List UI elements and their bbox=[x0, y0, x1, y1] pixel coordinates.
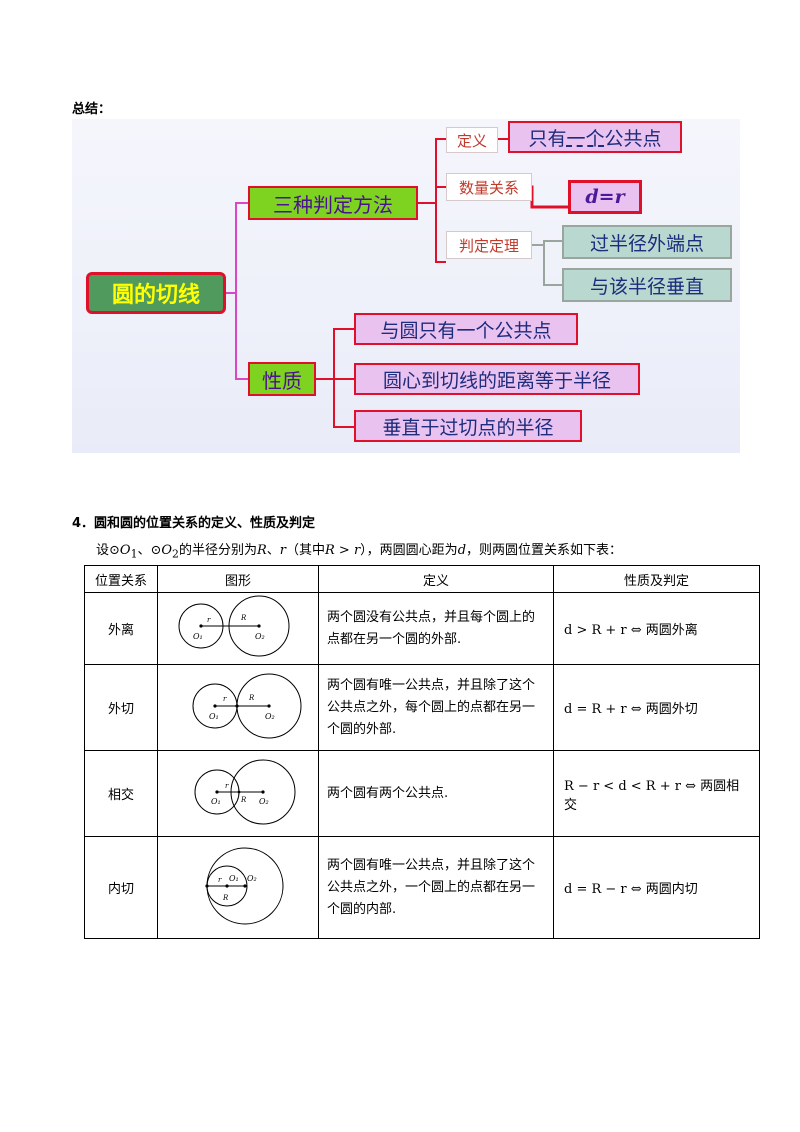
property-item-3: 垂直于过切点的半径 bbox=[354, 410, 582, 442]
label-o1: O₁ bbox=[209, 712, 219, 721]
label-definition: 定义 bbox=[446, 127, 498, 153]
intro-symbol: O bbox=[119, 543, 131, 558]
intro-symbol: d bbox=[457, 543, 467, 558]
relation-name: 外离 bbox=[84, 592, 158, 665]
definition-part-a: 只有 bbox=[528, 127, 567, 150]
intro-text: （其中 bbox=[285, 543, 325, 558]
relation-property: R − r < d < R + r ⇔ 两圆相交 bbox=[553, 750, 760, 837]
property-item-2: 圆心到切线的距离等于半径 bbox=[354, 363, 640, 395]
figure-separate: O₁ O₂ r R bbox=[157, 592, 319, 665]
mindmap-root: 圆的切线 bbox=[86, 272, 226, 314]
label-quantity-relation: 数量关系 bbox=[446, 173, 532, 201]
relation-property: d > R + r ⇔ 两圆外离 bbox=[553, 592, 760, 665]
label-r: r bbox=[225, 782, 229, 790]
definition-value: 只有一个公共点 bbox=[508, 121, 682, 153]
label-R: R bbox=[248, 694, 255, 702]
figure-externally-tangent: O₁ O₂ r R bbox=[157, 664, 319, 751]
section-heading: 4．圆和圆的位置关系的定义、性质及判定 bbox=[72, 516, 316, 531]
intersecting-circles-diagram: O₁ O₂ r R bbox=[194, 759, 296, 824]
label-o1: O₁ bbox=[229, 874, 239, 883]
relation-definition: 两个圆有两个公共点. bbox=[318, 750, 554, 837]
label-r: r bbox=[207, 616, 211, 624]
circle-relation-table: 位置关系 图形 定义 性质及判定 外离 O₁ O₂ r R bbox=[84, 565, 760, 939]
relation-name: 相交 bbox=[84, 750, 158, 837]
figure-internally-tangent: O₁ O₂ r R bbox=[157, 836, 319, 939]
property-item-1: 与圆只有一个公共点 bbox=[354, 313, 578, 345]
table-header-row: 位置关系 图形 定义 性质及判定 bbox=[84, 565, 760, 593]
header-figure: 图形 bbox=[157, 565, 319, 593]
internal-tangent-diagram: O₁ O₂ r R bbox=[205, 847, 284, 924]
intro-text: 、 bbox=[266, 543, 280, 558]
header-property: 性质及判定 bbox=[553, 565, 760, 593]
relation-name: 外切 bbox=[84, 664, 158, 751]
intro-text: ），两圆圆心距为 bbox=[360, 543, 458, 558]
label-theorem: 判定定理 bbox=[446, 231, 532, 259]
label-o1: O₁ bbox=[193, 632, 203, 641]
label-R: R bbox=[240, 614, 247, 622]
table-row: 内切 O₁ O₂ r R 两个圆有唯一公共点，并且除了这个公共点之外，一个圆上的… bbox=[84, 836, 760, 939]
table-row: 外离 O₁ O₂ r R 两个圆没有公共点，并且每个圆上的点都在另一个圆的外部.… bbox=[84, 592, 760, 665]
external-tangent-diagram: O₁ O₂ r R bbox=[192, 673, 302, 738]
theorem-item-2: 与该半径垂直 bbox=[562, 268, 732, 302]
label-r: r bbox=[218, 876, 222, 884]
quantity-formula: d=r bbox=[568, 180, 642, 214]
section-intro: 设⊙O1、⊙O2的半径分别为R、r（其中R > r），两圆圆心距为d，则两圆位置… bbox=[96, 539, 622, 561]
intro-symbol: R bbox=[256, 543, 267, 558]
header-definition: 定义 bbox=[318, 565, 554, 593]
intro-subscript: 2 bbox=[172, 547, 179, 561]
relation-property: d = R + r ⇔ 两圆外切 bbox=[553, 664, 760, 751]
table-row: 相交 O₁ O₂ r R 两个圆有两个公共点. R − r < d < R + … bbox=[84, 750, 760, 837]
label-R: R bbox=[222, 894, 229, 902]
intro-text: 、⊙ bbox=[137, 543, 162, 558]
header-relation: 位置关系 bbox=[84, 565, 158, 593]
label-r: r bbox=[223, 695, 227, 703]
relation-name: 内切 bbox=[84, 836, 158, 939]
branch-judgement-methods: 三种判定方法 bbox=[248, 186, 418, 220]
intro-symbol: O bbox=[161, 543, 173, 558]
relation-property: d = R − r ⇔ 两圆内切 bbox=[553, 836, 760, 939]
relation-definition: 两个圆有唯一公共点，并且除了这个公共点之外，每个圆上的点都在另一个圆的外部. bbox=[318, 664, 554, 751]
label-o2: O₂ bbox=[255, 632, 265, 641]
label-o2: O₂ bbox=[265, 712, 275, 721]
theorem-item-1: 过半径外端点 bbox=[562, 225, 732, 259]
summary-heading: 总结： bbox=[72, 102, 112, 117]
label-o2: O₂ bbox=[259, 797, 269, 806]
figure-intersecting: O₁ O₂ r R bbox=[157, 750, 319, 837]
definition-part-b: 一个 bbox=[566, 127, 605, 150]
definition-part-c: 公共点 bbox=[604, 127, 662, 150]
label-R: R bbox=[240, 796, 247, 804]
table-row: 外切 O₁ O₂ r R 两个圆有唯一公共点，并且除了这个公共点之外，每个圆上的… bbox=[84, 664, 760, 751]
tangent-mindmap: 圆的切线 三种判定方法 性质 定义 只有一个公共点 数量关系 d=r 判定定理 … bbox=[72, 119, 740, 453]
label-o2: O₂ bbox=[247, 874, 257, 883]
intro-condition: R > r bbox=[325, 543, 361, 558]
relation-definition: 两个圆有唯一公共点，并且除了这个公共点之外，一个圆上的点都在另一个圆的内部. bbox=[318, 836, 554, 939]
intro-text: ，则两圆位置关系如下表： bbox=[466, 543, 623, 558]
label-o1: O₁ bbox=[211, 797, 221, 806]
relation-definition: 两个圆没有公共点，并且每个圆上的点都在另一个圆的外部. bbox=[318, 592, 554, 665]
intro-symbol: r bbox=[279, 543, 286, 558]
intro-text: 设⊙ bbox=[96, 543, 120, 558]
intro-text: 的半径分别为 bbox=[178, 543, 257, 558]
branch-property: 性质 bbox=[248, 362, 316, 396]
separate-circles-diagram: O₁ O₂ r R bbox=[178, 595, 290, 656]
intro-subscript: 1 bbox=[130, 547, 138, 561]
